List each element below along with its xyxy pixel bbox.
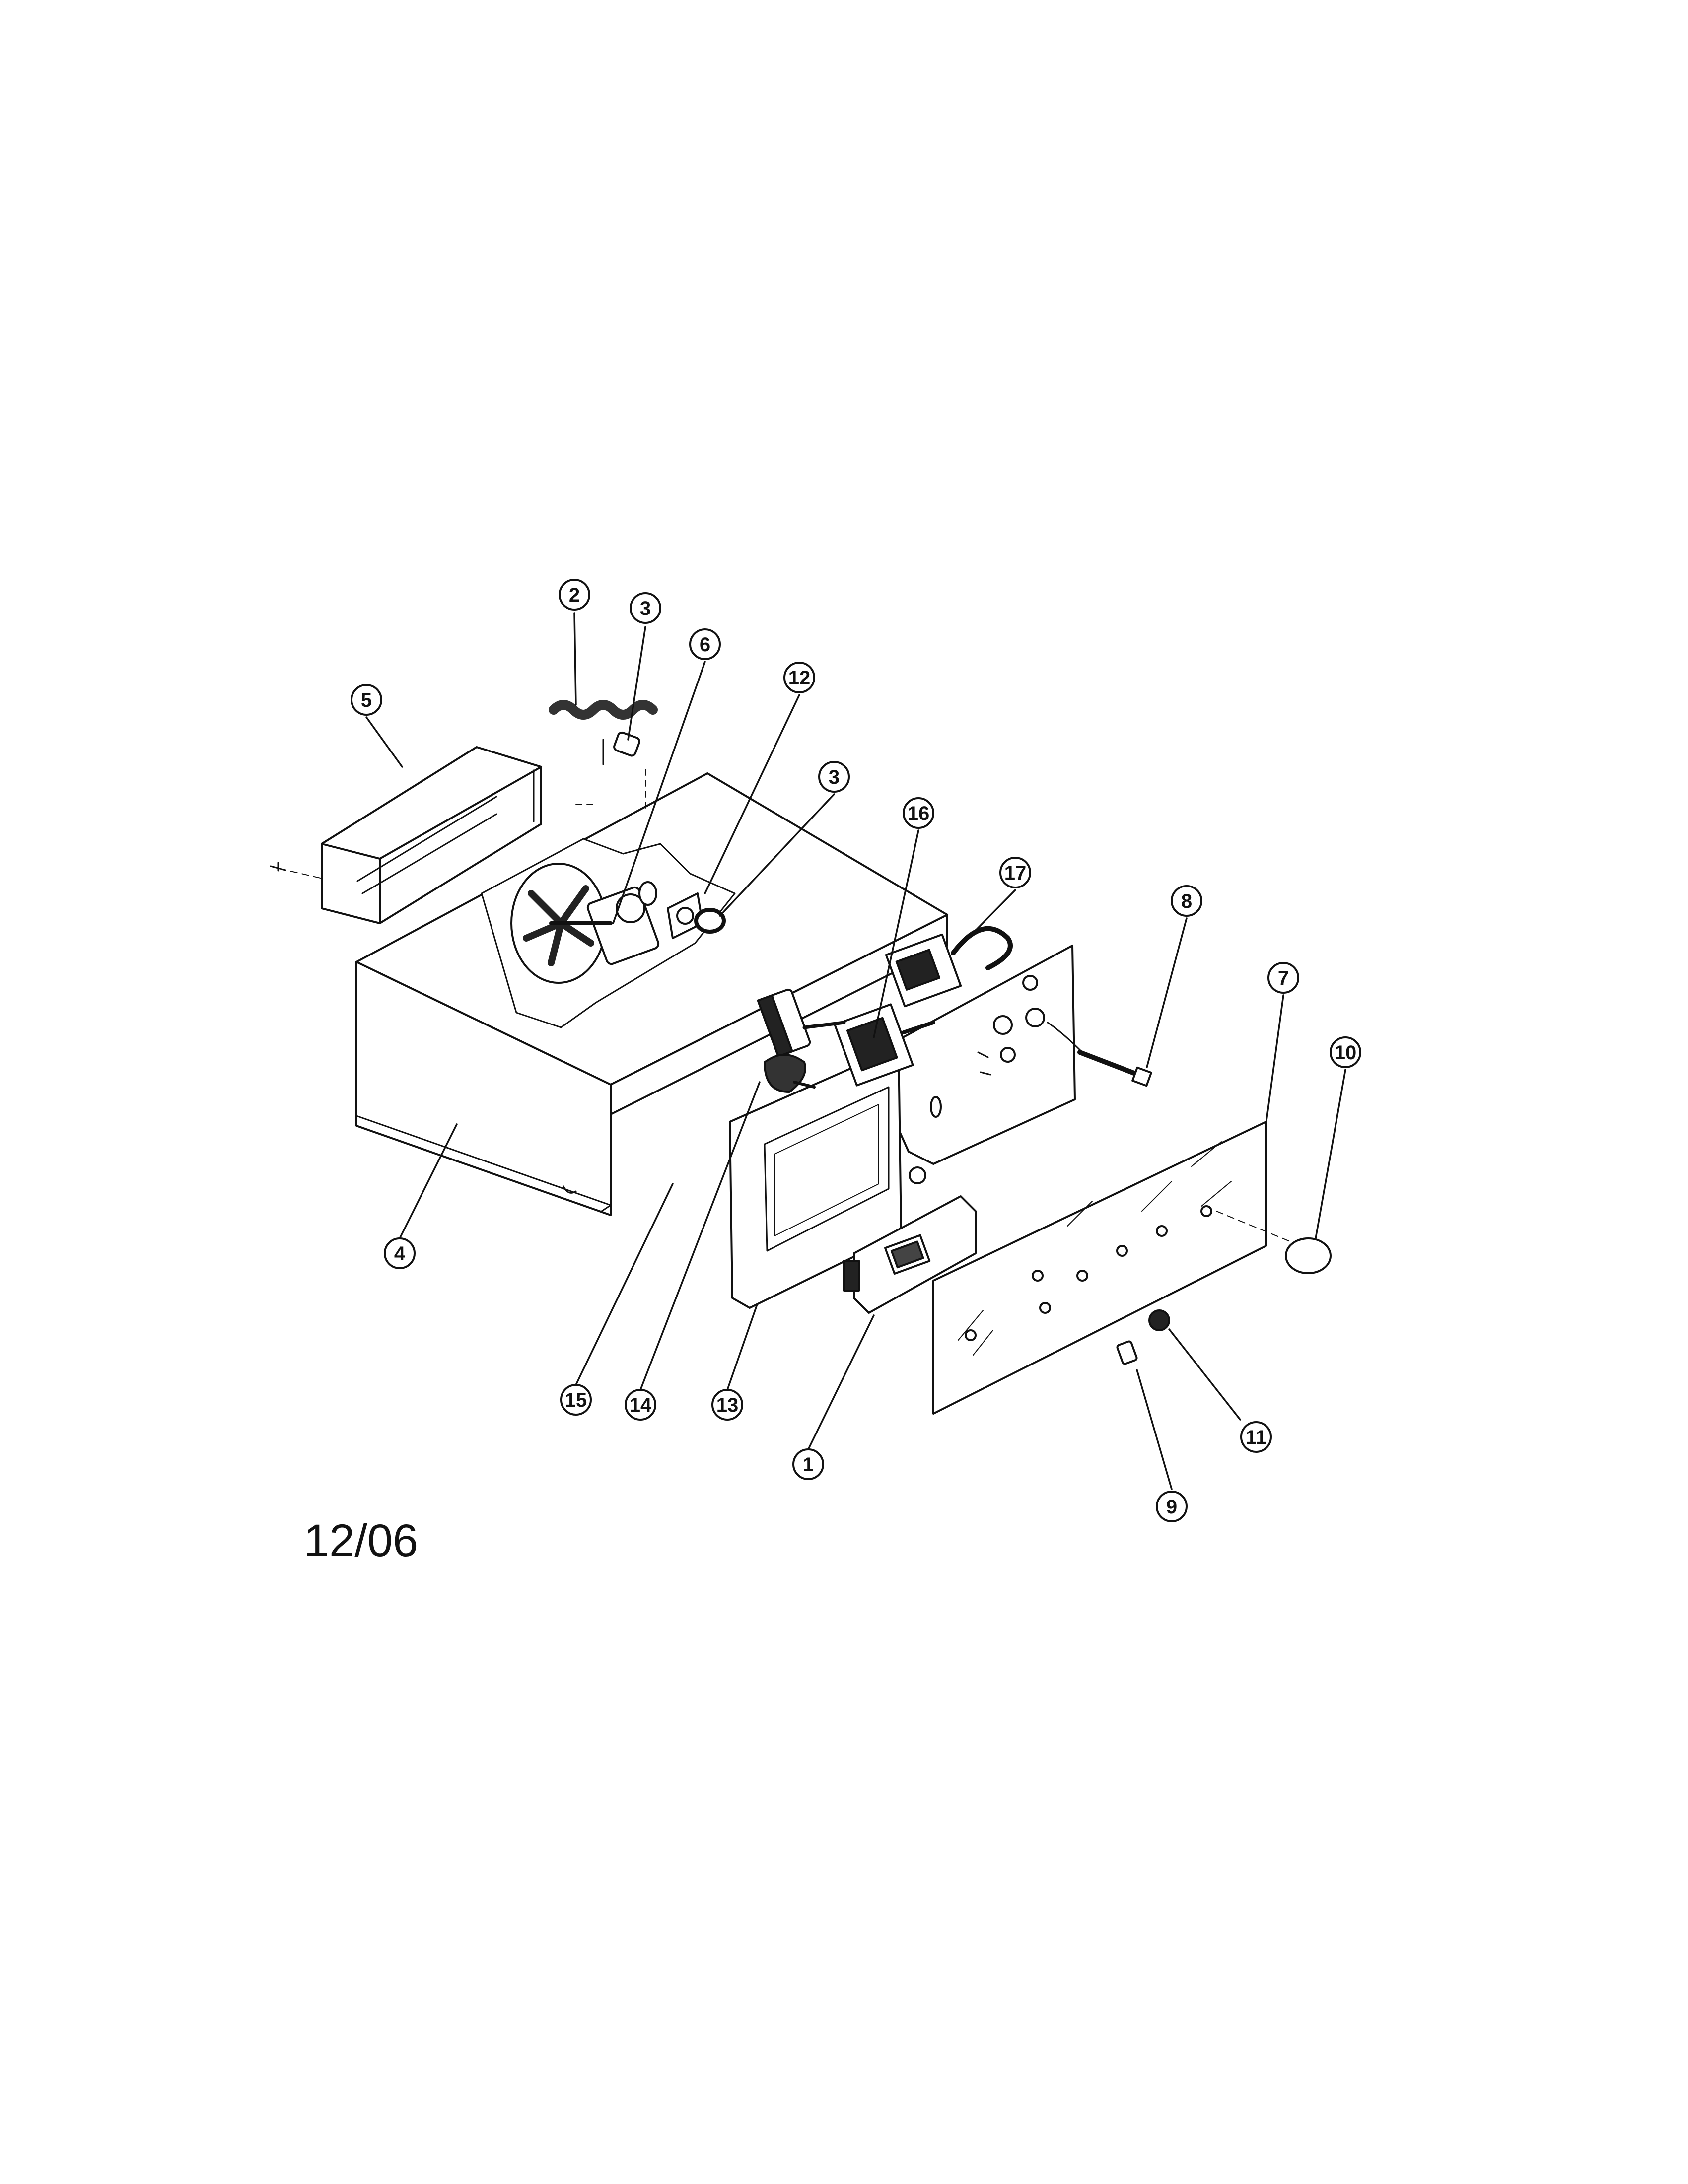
- svg-text:1: 1: [803, 1454, 814, 1476]
- callout-2: 2: [559, 579, 590, 611]
- rotary-switch: [757, 988, 846, 1058]
- clock-timer-module: [843, 1195, 977, 1314]
- svg-text:13: 13: [716, 1394, 739, 1416]
- callout-4: 4: [384, 1237, 416, 1269]
- svg-text:11: 11: [1246, 1427, 1266, 1448]
- callout-8: 8: [1171, 885, 1202, 917]
- svg-text:4: 4: [394, 1243, 406, 1265]
- callout-3-upper: 3: [630, 592, 661, 624]
- callout-15: 15: [560, 1384, 592, 1416]
- svg-text:14: 14: [630, 1394, 652, 1416]
- callout-17: 17: [999, 857, 1031, 888]
- selector-switch: [834, 1003, 935, 1087]
- svg-text:5: 5: [361, 689, 372, 711]
- control-knob-switch: [764, 1054, 816, 1093]
- svg-text:15: 15: [565, 1389, 587, 1411]
- svg-text:12: 12: [788, 667, 811, 689]
- callout-7: 7: [1267, 962, 1299, 994]
- svg-text:2: 2: [569, 584, 580, 606]
- callout-1: 1: [792, 1448, 824, 1480]
- callout-10: 10: [1330, 1036, 1361, 1068]
- callouts: 1 2 3 3 4 5 6 7: [351, 579, 1361, 1522]
- callout-12: 12: [783, 662, 815, 693]
- fan-motor-assembly: [481, 838, 736, 1028]
- coil-element: [549, 700, 658, 810]
- svg-text:9: 9: [1166, 1496, 1177, 1518]
- svg-text:16: 16: [908, 803, 930, 824]
- front-glass-panel: [932, 1121, 1301, 1415]
- svg-text:3: 3: [640, 598, 651, 619]
- svg-text:17: 17: [1004, 862, 1027, 884]
- date-code: 12/06: [304, 1515, 419, 1566]
- blower-cover: [270, 746, 542, 924]
- svg-text:8: 8: [1181, 890, 1192, 912]
- leader-lines: [365, 612, 1346, 1490]
- callout-5: 5: [351, 684, 382, 716]
- washer: [694, 908, 726, 934]
- callout-11: 11: [1240, 1421, 1272, 1453]
- sensor-probe: [1047, 1022, 1152, 1087]
- thermostat: [885, 926, 1013, 1008]
- callout-14: 14: [625, 1389, 656, 1421]
- callout-16: 16: [903, 797, 934, 829]
- callout-6: 6: [689, 628, 721, 660]
- callout-3-lower: 3: [818, 761, 850, 793]
- nut: [1148, 1309, 1170, 1331]
- svg-text:6: 6: [700, 634, 710, 656]
- spacer: [1116, 1340, 1138, 1365]
- control-frame: [729, 1046, 942, 1309]
- svg-text:3: 3: [829, 766, 840, 788]
- knob: [1285, 1237, 1332, 1274]
- callout-13: 13: [711, 1389, 743, 1421]
- mounting-bracket: [865, 945, 1076, 1165]
- svg-text:10: 10: [1335, 1042, 1357, 1064]
- svg-text:7: 7: [1278, 967, 1289, 989]
- callout-9: 9: [1156, 1491, 1188, 1522]
